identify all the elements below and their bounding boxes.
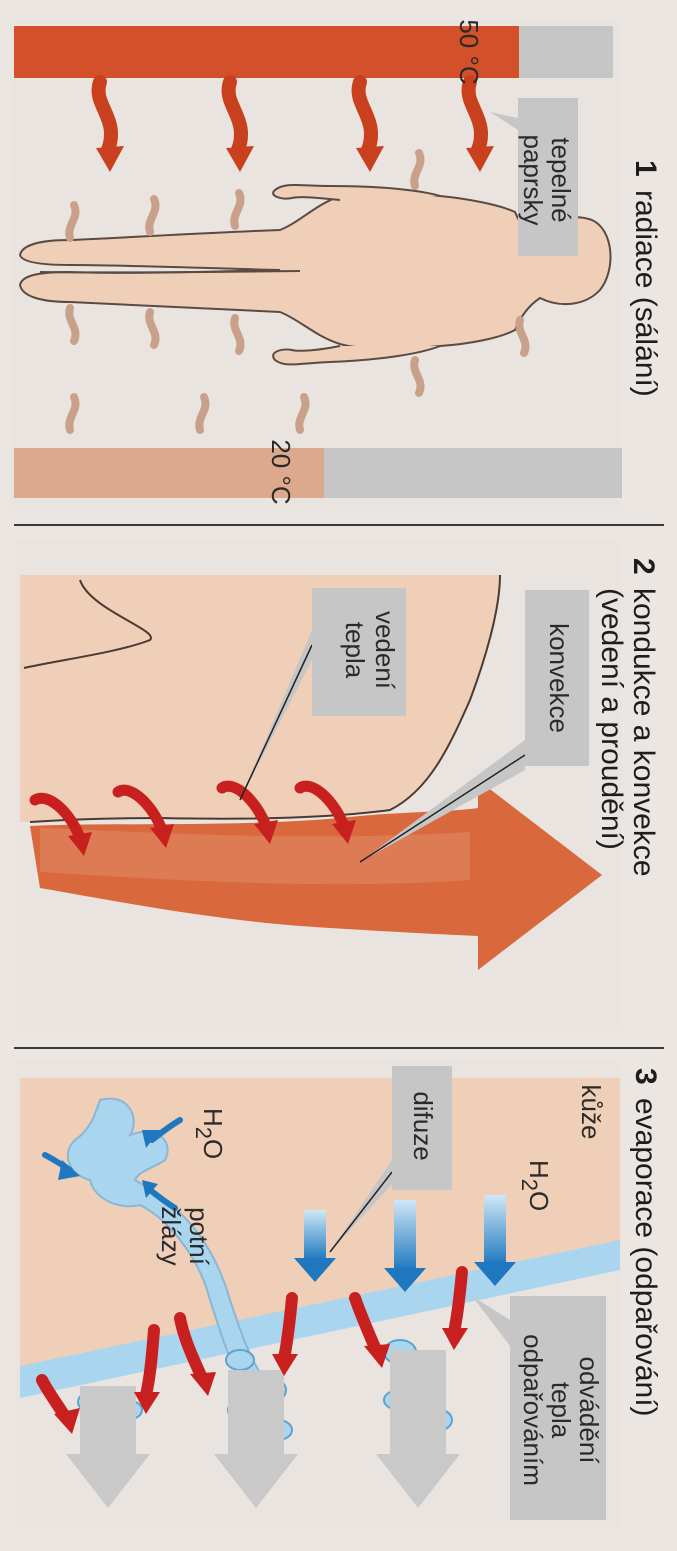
panel1-title: radiace (sálání) — [629, 190, 662, 397]
panel3-number: 3 — [629, 1068, 662, 1085]
skin-label: kůže — [576, 1085, 606, 1140]
conduction-label-line2: tepla — [340, 622, 370, 679]
panel-conduction-convection: vedení tepla konvekce 2 kondukce a konve… — [16, 540, 660, 1030]
hot-temp-label: 50 °C — [454, 19, 484, 84]
hot-source-bar-end — [519, 26, 613, 78]
glands-label-line2: žlázy — [156, 1206, 186, 1265]
cold-wall-bar-end — [324, 448, 622, 498]
conduction-label-line1: vedení — [370, 611, 400, 690]
droplet — [226, 1350, 254, 1370]
rays-label-line2: paprsky — [518, 134, 548, 225]
hot-source-bar — [14, 26, 519, 78]
convection-label: konvekce — [544, 623, 574, 733]
panel3-title: evaporace (odpařování) — [629, 1098, 662, 1417]
evap-heat-label-line2: tepla — [546, 1382, 576, 1439]
panel2-number: 2 — [627, 558, 660, 575]
panel-evaporation: difuze odvádění tepla odpařováním kůže H… — [16, 1060, 662, 1530]
panel1-number: 1 — [629, 160, 662, 177]
evap-heat-label-line3: odpařováním — [518, 1334, 548, 1486]
diffusion-label: difuze — [408, 1091, 438, 1160]
panel2-title-line2: (vedení a proudění) — [595, 588, 628, 850]
evap-heat-label-line1: odvádění — [574, 1357, 604, 1465]
rays-label-line1: tepelné — [546, 137, 576, 222]
panel-radiation: tepelné paprsky 50 °C 20 °C 1 radiace (s… — [10, 19, 662, 510]
glands-label-line1: potní — [184, 1207, 214, 1266]
panel2-title-line1: kondukce a konvekce — [627, 588, 660, 877]
cold-temp-label: 20 °C — [266, 439, 296, 504]
